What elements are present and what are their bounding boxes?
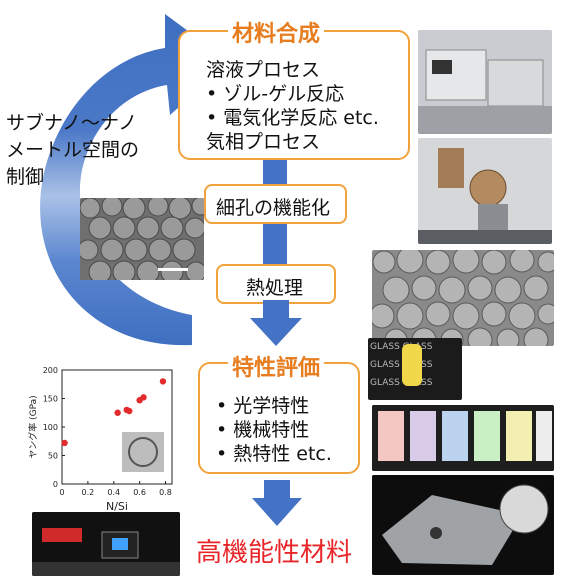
evaluation-item-1: • 光学特性: [216, 395, 310, 417]
y-tick-label: 100: [43, 423, 58, 432]
left-caption-line-2: メートル空間の: [6, 139, 140, 161]
synthesis-line-4: 気相プロセス: [206, 131, 321, 153]
synthesis-line-3: • 電気化学反応 etc.: [206, 107, 379, 129]
glass-sample-photo: GLASS GLASS GLASS GLASS GLASS GLASS: [368, 338, 462, 400]
y-tick-label: 200: [43, 366, 58, 375]
color-samples-photo: [372, 405, 554, 471]
y-tick-label: 150: [43, 395, 58, 404]
glass-text-2: GLASS GLASS: [370, 360, 432, 370]
evaluation-item-2: • 機械特性: [216, 419, 310, 441]
device-photo: [32, 512, 180, 576]
step-heat-treatment-label: 熱処理: [246, 277, 304, 299]
data-point: [126, 407, 133, 415]
data-point: [159, 378, 167, 385]
step-pore-functionalization: 細孔の機能化: [204, 184, 347, 224]
sem-image-right: [372, 250, 554, 346]
synthesis-box: 溶液プロセス • ゾル-ゲル反応 • 電気化学反応 etc. 気相プロセス: [178, 30, 410, 160]
youngs-modulus-chart: 0 50 100 150 200 0 0.2 0.4 0.6 0.8N/Si ヤング率 (GPa): [27, 366, 173, 513]
left-caption-line-1: サブナノ〜ナノ: [6, 112, 138, 134]
glass-text-1: GLASS GLASS: [370, 342, 433, 352]
porous-structure-photo: [372, 475, 554, 575]
step-heat-treatment: 熱処理: [216, 264, 336, 304]
data-point: [61, 439, 68, 447]
left-caption: サブナノ〜ナノ メートル空間の 制御: [6, 110, 139, 191]
step-pore-functionalization-label: 細孔の機能化: [216, 197, 331, 219]
evaluation-item-3: • 熱特性 etc.: [216, 443, 332, 465]
arrow-to-evaluation: [250, 300, 302, 346]
glass-sample: [402, 344, 422, 386]
arrow-to-result: [252, 480, 302, 526]
equipment-photo-1: [418, 30, 552, 134]
evaluation-items: • 光学特性 • 機械特性 • 熱特性 etc.: [216, 394, 332, 466]
data-point: [114, 409, 121, 416]
result-label: 高機能性材料: [196, 538, 353, 568]
evaluation-title: 特性評価: [228, 350, 325, 382]
x-tick-label: 0.4: [107, 488, 120, 497]
y-axis-label: ヤング率 (GPa): [27, 395, 39, 458]
chart-inset-ring: [128, 437, 158, 467]
glass-text-3: GLASS GLASS: [370, 378, 433, 388]
synthesis-line-2: • ゾル-ゲル反応: [206, 83, 345, 105]
x-axis-label: N/Si: [106, 500, 128, 513]
synthesis-line-1: 溶液プロセス: [206, 59, 321, 81]
synthesis-title: 材料合成: [228, 16, 325, 48]
left-caption-line-3: 制御: [6, 166, 45, 188]
sem-image-left: [80, 198, 204, 280]
x-tick-label: 0.6: [133, 488, 146, 497]
y-tick-label: 50: [48, 452, 58, 461]
synthesis-lines: 溶液プロセス • ゾル-ゲル反応 • 電気化学反応 etc. 気相プロセス: [206, 58, 379, 154]
data-point: [140, 394, 147, 401]
equipment-photo-2: [418, 138, 552, 244]
x-tick-label: 0.2: [82, 488, 95, 497]
y-tick-label: 0: [53, 480, 58, 489]
x-tick-label: 0.8: [159, 488, 172, 497]
x-tick-label: 0: [59, 488, 64, 497]
